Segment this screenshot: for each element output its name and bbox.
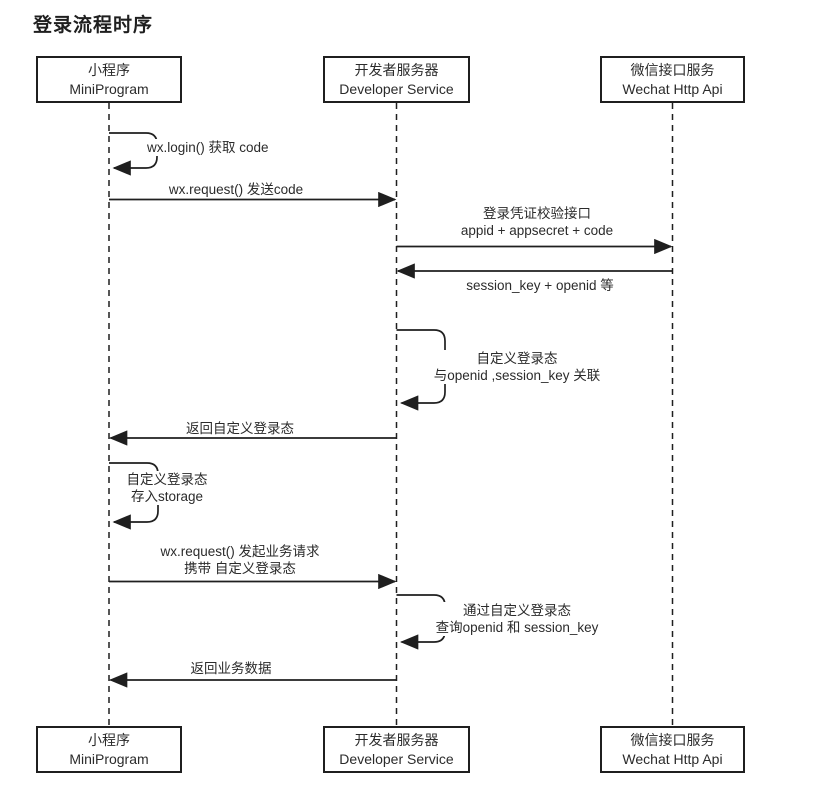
msg-label-store-storage: 自定义登录态 存入storage: [124, 471, 210, 505]
actor-name-en: Developer Service: [339, 80, 454, 97]
msg-label-wx-request-send-code: wx.request() 发送code: [166, 181, 306, 198]
actor-top-miniprogram: 小程序 MiniProgram: [36, 56, 182, 103]
actor-bottom-wechat-api: 微信接口服务 Wechat Http Api: [600, 726, 745, 773]
actor-bottom-miniprogram: 小程序 MiniProgram: [36, 726, 182, 773]
msg-label-line: wx.request() 发起业务请求: [160, 544, 320, 559]
actor-name-cn: 小程序: [88, 731, 130, 748]
actor-name-en: Developer Service: [339, 750, 454, 767]
actor-name-en: MiniProgram: [69, 750, 149, 767]
actor-name-cn: 开发者服务器: [354, 731, 439, 748]
msg-label-return-business-data: 返回业务数据: [188, 660, 274, 677]
msg-label-line: 与openid ,session_key 关联: [433, 368, 601, 383]
actor-name-cn: 开发者服务器: [354, 61, 439, 78]
msg-label-line: 返回自定义登录态: [186, 421, 294, 436]
actor-name-cn: 微信接口服务: [630, 731, 715, 748]
msg-label-session-key-openid: session_key + openid 等: [464, 277, 616, 294]
msg-label-query-openid: 通过自定义登录态 查询openid 和 session_key: [433, 602, 601, 636]
actor-name-cn: 小程序: [88, 61, 130, 78]
msg-label-line: session_key + openid 等: [466, 278, 614, 293]
actor-name-cn: 微信接口服务: [630, 61, 715, 78]
msg-label-line: wx.login() 获取 code: [147, 140, 269, 155]
msg-label-wx-login: wx.login() 获取 code: [145, 139, 271, 156]
msg-label-return-custom-login-state: 返回自定义登录态: [184, 420, 296, 437]
actor-name-en: MiniProgram: [69, 80, 149, 97]
msg-label-line: 自定义登录态: [476, 351, 558, 366]
msg-label-wx-request-business: wx.request() 发起业务请求 携带 自定义登录态: [158, 543, 322, 577]
msg-label-login-credential-check: 登录凭证校验接口 appid + appsecret + code: [458, 205, 616, 239]
actor-top-developer-service: 开发者服务器 Developer Service: [323, 56, 470, 103]
actor-name-en: Wechat Http Api: [622, 80, 723, 97]
actor-top-wechat-api: 微信接口服务 Wechat Http Api: [600, 56, 745, 103]
diagram-title: 登录流程时序: [33, 15, 154, 36]
msg-label-line: 自定义登录态: [126, 472, 208, 487]
actor-bottom-developer-service: 开发者服务器 Developer Service: [323, 726, 470, 773]
msg-label-line: 登录凭证校验接口: [483, 206, 591, 221]
msg-label-custom-login-state: 自定义登录态 与openid ,session_key 关联: [431, 350, 603, 384]
msg-label-line: appid + appsecret + code: [460, 223, 614, 238]
msg-label-line: 返回业务数据: [190, 661, 272, 676]
msg-label-line: 携带 自定义登录态: [184, 561, 296, 576]
msg-label-line: 查询openid 和 session_key: [435, 620, 599, 635]
msg-label-line: 通过自定义登录态: [463, 603, 571, 618]
msg-label-line: wx.request() 发送code: [168, 182, 304, 197]
actor-name-en: Wechat Http Api: [622, 750, 723, 767]
msg-label-line: 存入storage: [130, 489, 204, 504]
